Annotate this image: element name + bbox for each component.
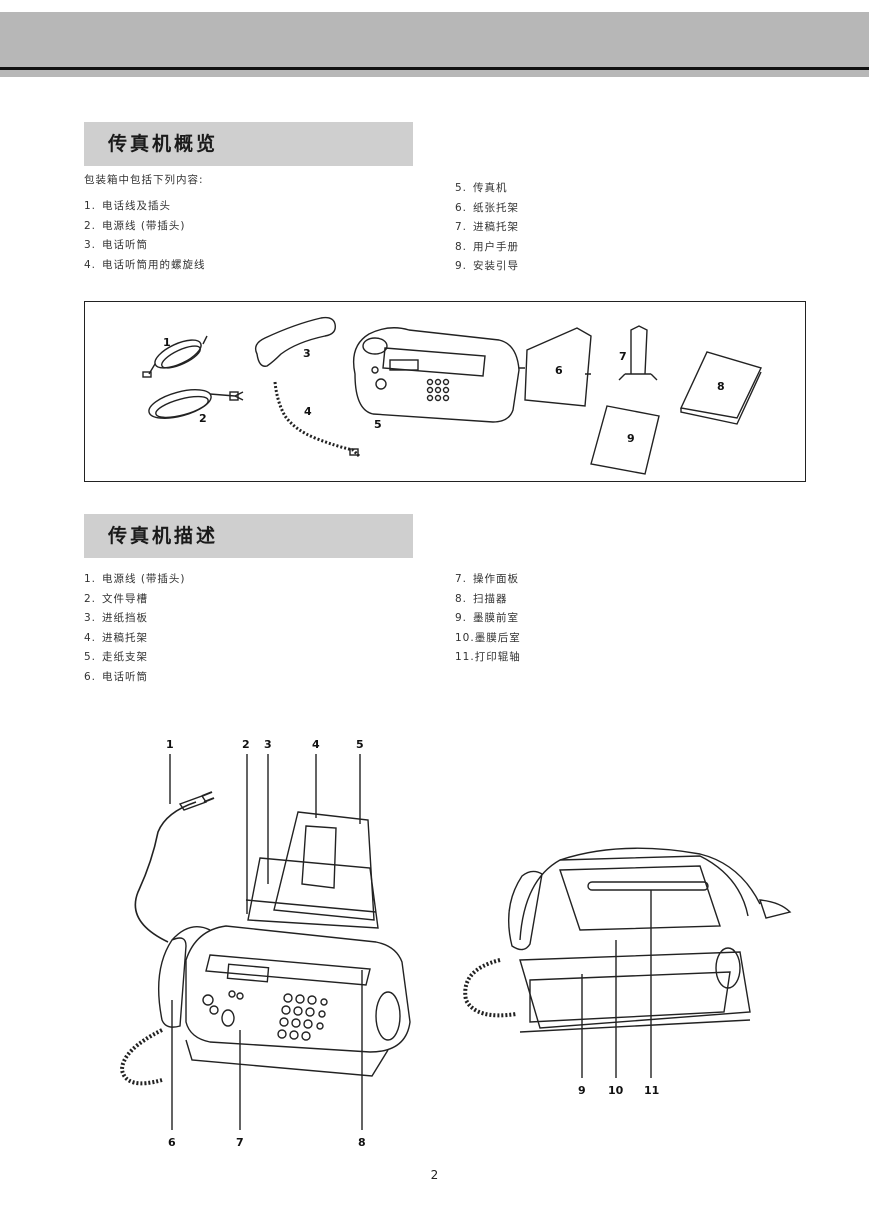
figure-label: 6 xyxy=(168,1136,176,1149)
figure-label: 5 xyxy=(356,738,364,751)
figure-label: 6 xyxy=(555,364,563,377)
figure-label: 8 xyxy=(717,380,725,393)
list-item: 5.走纸支架 xyxy=(84,651,148,664)
section-title-description: 传真机描述 xyxy=(84,514,413,558)
list-item: 9.安装引导 xyxy=(455,260,519,273)
figure-label: 4 xyxy=(312,738,320,751)
list-item: 8.用户手册 xyxy=(455,240,519,253)
figure-label: 11 xyxy=(644,1084,659,1097)
list-item: 2.电源线 (带插头) xyxy=(84,219,186,232)
power-cord-drawing xyxy=(148,389,244,419)
list-item: 7.进稿托架 xyxy=(455,221,519,234)
figure-label: 8 xyxy=(358,1136,366,1149)
page-number: 2 xyxy=(430,1168,439,1182)
list-item: 3.电话听筒 xyxy=(84,239,148,252)
fax-machine-drawing xyxy=(352,327,520,423)
section-title-overview: 传真机概览 xyxy=(84,122,413,166)
list-item: 5.传真机 xyxy=(455,182,508,194)
user-manual-drawing xyxy=(679,351,762,419)
fax-description-illustration: 1 2 3 4 5 6 7 8 9 10 11 xyxy=(119,738,792,1149)
figure-label: 2 xyxy=(242,738,250,751)
install-guide-drawing xyxy=(590,405,660,475)
figure-label: 2 xyxy=(199,412,207,425)
figure-label: 5 xyxy=(374,418,382,431)
parts-list-right: 7.操作面板 8.扫描器 9.墨膜前室 10.墨膜后室 11.打印辊轴 xyxy=(455,570,521,668)
list-item: 1.电源线 (带插头) xyxy=(84,573,186,585)
figure-label: 10 xyxy=(608,1084,624,1097)
list-item: 1.电话线及插头 xyxy=(84,200,171,212)
package-contents-figure: 1 2 3 4 5 6 7 8 9 xyxy=(84,301,806,482)
coiled-cord-drawing xyxy=(273,381,361,458)
fax-open-view-drawing xyxy=(463,847,792,1078)
list-item: 9.墨膜前室 xyxy=(455,612,519,625)
intro-text: 包装箱中包括下列内容: xyxy=(84,174,204,186)
figure-label: 4 xyxy=(304,405,312,418)
list-item: 2.文件导槽 xyxy=(84,592,148,605)
figure-label: 1 xyxy=(163,336,171,349)
fax-front-view-drawing xyxy=(119,754,411,1130)
figure-label: 9 xyxy=(627,432,635,445)
list-item: 4.进稿托架 xyxy=(84,631,148,644)
phone-line-drawing xyxy=(142,335,208,378)
contents-list-right: 5.传真机 6.纸张托架 7.进稿托架 8.用户手册 9.安装引导 xyxy=(455,179,519,277)
list-item: 8.扫描器 xyxy=(455,592,508,605)
figure-label: 1 xyxy=(166,738,174,751)
header-band xyxy=(0,12,869,70)
document-support-drawing xyxy=(618,325,658,381)
figure-label: 7 xyxy=(236,1136,244,1149)
package-contents-illustration: 1 2 3 4 5 6 7 8 9 xyxy=(142,316,762,475)
figure-label: 3 xyxy=(303,347,311,360)
figure-label: 7 xyxy=(619,350,627,363)
list-item: 10.墨膜后室 xyxy=(455,631,521,644)
list-item: 6.电话听筒 xyxy=(84,670,148,683)
contents-list-left: 1.电话线及插头 2.电源线 (带插头) 3.电话听筒 4.电话听筒用的螺旋线 xyxy=(84,197,206,275)
list-item: 11.打印辊轴 xyxy=(455,651,521,664)
list-item: 6.纸张托架 xyxy=(455,201,519,214)
parts-list-left: 1.电源线 (带插头) 2.文件导槽 3.进纸挡板 4.进稿托架 5.走纸支架 … xyxy=(84,570,186,688)
figure-label: 9 xyxy=(578,1084,586,1097)
list-item: 7.操作面板 xyxy=(455,573,519,585)
figure-label: 3 xyxy=(264,738,272,751)
header-band-lower xyxy=(0,70,869,77)
list-item: 4.电话听筒用的螺旋线 xyxy=(84,258,206,271)
handset-drawing xyxy=(254,316,336,367)
paper-tray-drawing xyxy=(524,327,592,407)
list-item: 3.进纸挡板 xyxy=(84,612,148,625)
